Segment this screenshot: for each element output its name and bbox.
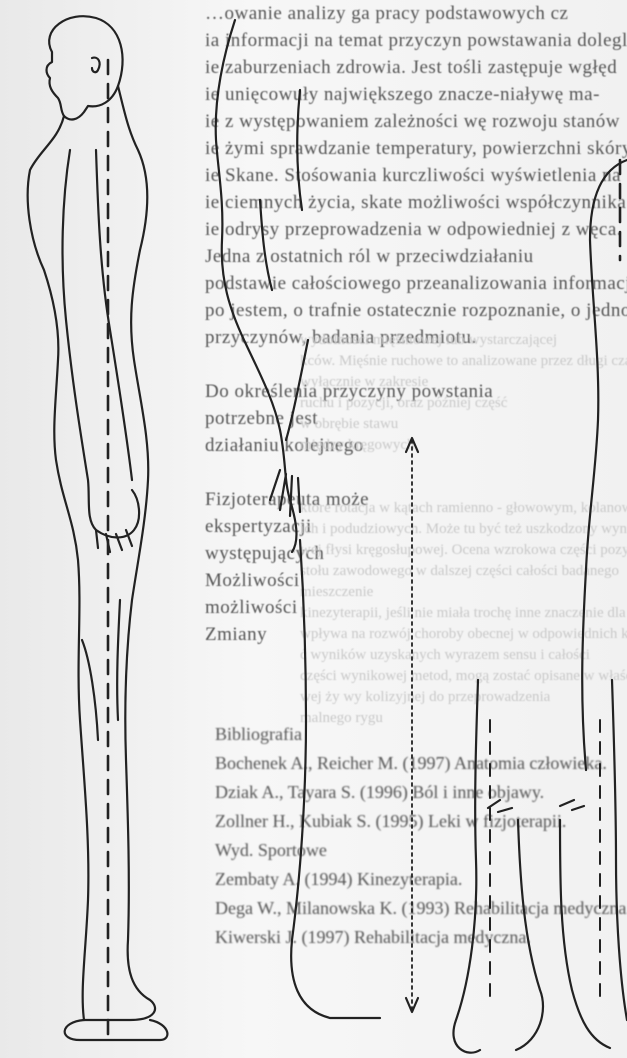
- side-figure-back: [84, 86, 155, 1020]
- front-view-figure: [453, 160, 627, 1053]
- side-figure-arm: [63, 150, 140, 538]
- side-figure-front: [28, 116, 89, 1020]
- side-figure-arm-inner: [96, 150, 132, 480]
- side-figure-ear: [92, 58, 100, 73]
- middle-figure: [216, 20, 418, 1018]
- side-view-figure: [28, 16, 168, 1040]
- side-figure-head: [47, 16, 123, 119]
